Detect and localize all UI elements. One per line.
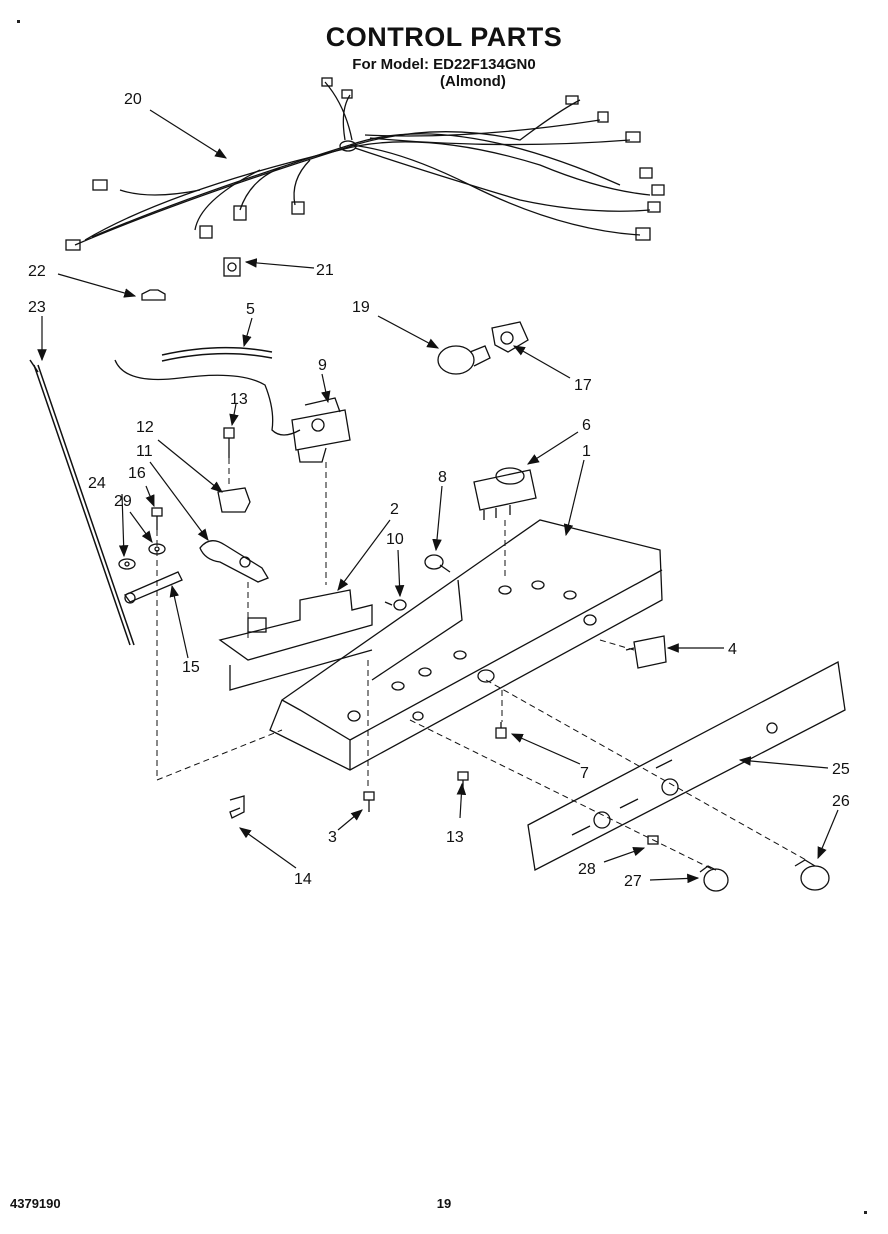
washer-24 (118, 558, 136, 570)
plug-8 (424, 554, 451, 573)
corner-mark-top (17, 20, 20, 23)
callout-23: 23 (28, 299, 46, 316)
clip-22 (141, 289, 166, 301)
callout-labels: 20 21 22 23 5 19 17 9 13 12 11 16 24 29 … (28, 91, 850, 890)
callout-8: 8 (438, 469, 447, 486)
screw-7 (495, 722, 507, 739)
callout-13-lower: 13 (446, 829, 464, 846)
callout-13-upper: 13 (230, 391, 248, 408)
callout-12: 12 (136, 419, 154, 436)
alignment-lines (156, 458, 807, 871)
lever-15 (124, 571, 183, 604)
callout-22: 22 (28, 263, 46, 280)
callout-26: 26 (832, 793, 850, 810)
document-number: 4379190 (10, 1196, 61, 1211)
leader-arrows (37, 109, 839, 884)
screw-3 (363, 791, 375, 812)
callout-24: 24 (88, 475, 106, 492)
callout-10: 10 (386, 531, 404, 548)
light-socket-17 (491, 321, 529, 353)
callout-27: 27 (624, 873, 642, 890)
knob-26 (794, 859, 830, 891)
callout-5: 5 (246, 301, 255, 318)
callout-16: 16 (128, 465, 146, 482)
page-number: 19 (436, 1196, 452, 1211)
corner-mark-bottom (864, 1211, 867, 1214)
light-bulb-19 (437, 345, 491, 375)
screw-13-lower (457, 771, 469, 794)
control-housing-1 (269, 519, 663, 771)
callout-4: 4 (728, 641, 737, 658)
callout-3: 3 (328, 829, 337, 846)
bracket-2 (218, 589, 373, 691)
switch-4 (625, 635, 667, 669)
page-title: CONTROL PARTS (325, 22, 563, 52)
callout-14: 14 (294, 871, 312, 888)
wire-harness (65, 77, 665, 251)
model-line: For Model: ED22F134GN0 (352, 56, 536, 73)
screw-10 (384, 599, 407, 611)
knob-27 (699, 865, 729, 892)
screw-13-upper (223, 427, 235, 458)
callout-9: 9 (318, 357, 327, 374)
control-9 (291, 397, 351, 463)
indicator-28 (647, 835, 659, 845)
defrost-timer-6 (473, 467, 537, 520)
model-variant: (Almond) (440, 73, 506, 90)
control-panel-25 (527, 660, 846, 871)
callout-2: 2 (390, 501, 399, 518)
callout-6: 6 (582, 417, 591, 434)
capillary-wire (114, 359, 301, 436)
clip-21 (223, 257, 241, 277)
shaft-11 (199, 540, 269, 583)
callout-20: 20 (124, 91, 142, 108)
callout-25: 25 (832, 761, 850, 778)
callout-11: 11 (136, 443, 153, 460)
callout-15: 15 (182, 659, 200, 676)
rod-23 (29, 359, 135, 646)
screw-16 (151, 507, 163, 530)
callout-17: 17 (574, 377, 592, 394)
callout-21: 21 (316, 262, 334, 279)
callout-29: 29 (114, 493, 132, 510)
callout-19: 19 (352, 299, 370, 316)
callout-1: 1 (582, 443, 591, 460)
callout-28: 28 (578, 861, 596, 878)
clip-14 (229, 795, 245, 819)
tube-5 (161, 346, 273, 362)
bracket-12 (217, 487, 251, 513)
callout-7: 7 (580, 765, 589, 782)
